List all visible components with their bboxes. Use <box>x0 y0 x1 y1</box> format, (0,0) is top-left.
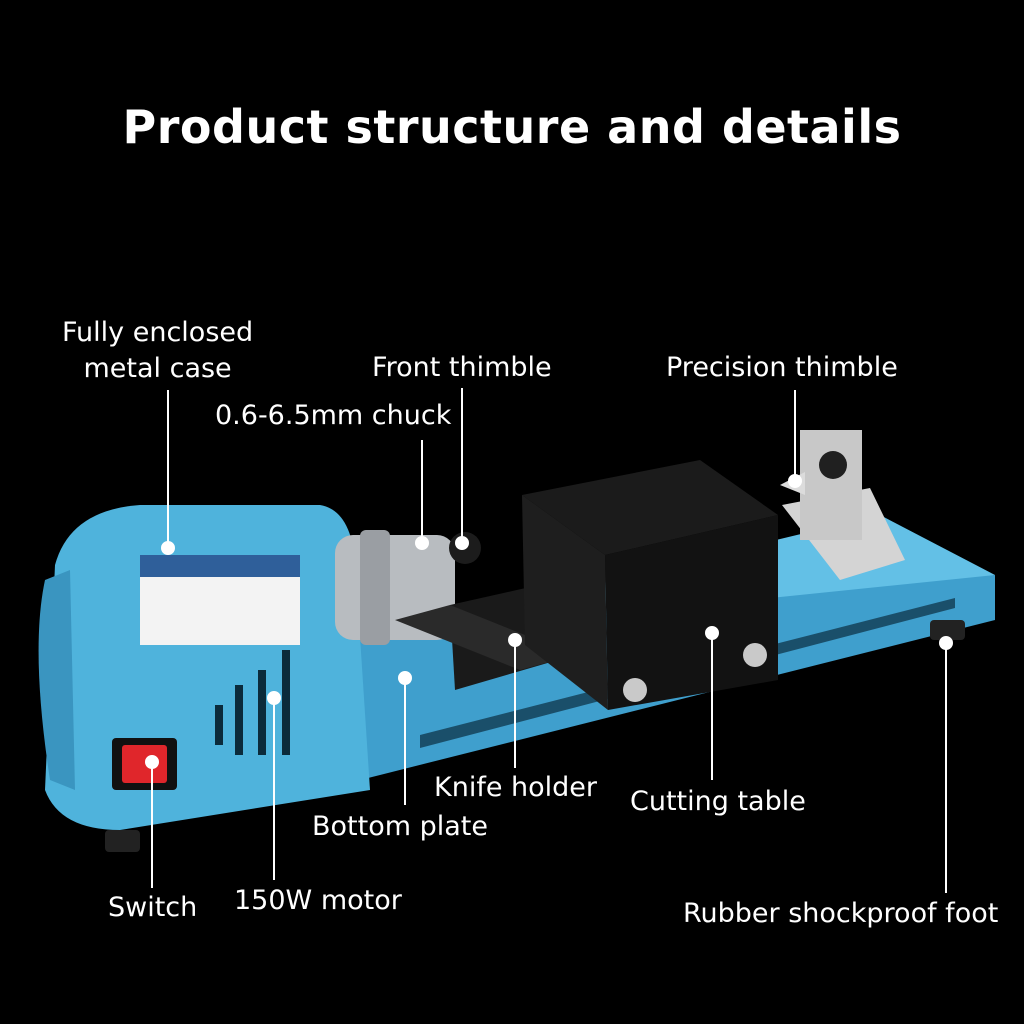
rubber-foot <box>930 620 965 640</box>
vent-slot <box>215 705 223 745</box>
leader-dot <box>415 536 429 550</box>
leader-dot <box>705 626 719 640</box>
label-switch: Switch <box>108 892 198 923</box>
cutting-table-top <box>522 460 778 555</box>
wing-nut <box>743 643 767 667</box>
label-metal-case-line2: metal case <box>83 353 232 384</box>
chuck-ring <box>360 530 390 645</box>
page-title: Product structure and details <box>122 100 902 154</box>
label-bottom-plate: Bottom plate <box>312 811 489 842</box>
motor-housing <box>45 505 370 830</box>
leader-dot <box>145 755 159 769</box>
knife-holder-base <box>395 605 575 670</box>
leader-dot <box>788 474 802 488</box>
label-rubber-foot: Rubber shockproof foot <box>683 898 999 929</box>
leader-dot <box>267 691 281 705</box>
vent-slot <box>282 650 290 755</box>
motor-foot <box>105 830 140 852</box>
tailstock-block <box>800 430 862 540</box>
wing-nut <box>623 678 647 702</box>
spec-label-band <box>140 555 300 577</box>
label-knife-holder: Knife holder <box>434 772 598 803</box>
leader-dot <box>939 636 953 650</box>
leader-dot <box>161 541 175 555</box>
label-motor: 150W motor <box>234 885 402 916</box>
label-front-thimble: Front thimble <box>372 352 552 383</box>
tailstock-hole <box>819 451 847 479</box>
vent-slot <box>258 670 266 755</box>
label-precision-thimble: Precision thimble <box>666 352 898 383</box>
motor-housing-side <box>38 570 75 790</box>
label-chuck: 0.6-6.5mm chuck <box>215 400 452 431</box>
leader-dot <box>398 671 412 685</box>
cutting-table-side <box>522 495 608 710</box>
leader-dot <box>455 536 469 550</box>
label-metal-case: Fully enclosed metal case <box>62 315 253 387</box>
switch-rocker <box>122 745 167 783</box>
vent-slot <box>235 685 243 755</box>
label-cutting-table: Cutting table <box>630 786 806 817</box>
label-metal-case-line1: Fully enclosed <box>62 317 254 348</box>
cutting-table-front <box>605 515 778 710</box>
leader-dot <box>508 633 522 647</box>
